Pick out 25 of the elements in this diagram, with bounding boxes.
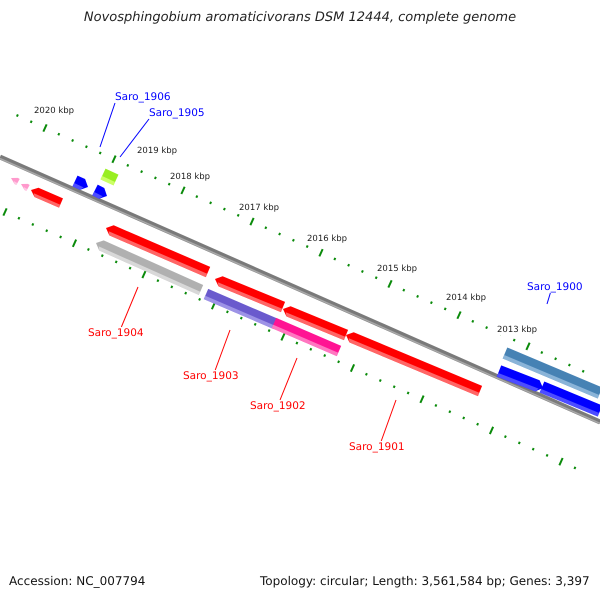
position-label: 2020 kbp bbox=[34, 106, 74, 116]
gene-label: Saro_1905 bbox=[149, 107, 205, 119]
accession-label: Accession: NC_007794 bbox=[9, 574, 146, 588]
position-label: 2013 kbp bbox=[497, 325, 538, 335]
position-label: 2017 kbp bbox=[239, 203, 280, 213]
title: Novosphingobium aromaticivorans DSM 12444, complete genome bbox=[82, 10, 518, 25]
leader-line bbox=[100, 102, 116, 148]
leader-line bbox=[280, 358, 298, 400]
gene-label: Saro_1900 bbox=[527, 281, 583, 293]
position-label: 2019 kbp bbox=[137, 146, 178, 156]
gene-label: Saro_1904 bbox=[88, 327, 144, 339]
leader-line bbox=[120, 118, 150, 158]
leader-line bbox=[380, 400, 396, 442]
leader-line bbox=[120, 286, 138, 328]
gene-label: Saro_1903 bbox=[183, 370, 239, 382]
position-label: 2014 kbp bbox=[446, 293, 486, 303]
gene-label: Saro_1902 bbox=[250, 400, 306, 412]
genome-summary: Topology: circular; Length: 3,561,584 bp; Genes: 3,397 bbox=[260, 574, 590, 588]
leader-line bbox=[214, 330, 230, 370]
position-label: 2018 kbp bbox=[170, 172, 210, 182]
position-label: 2015 kbp bbox=[377, 264, 418, 274]
leader-line bbox=[546, 292, 551, 304]
gene-label: Saro_1901 bbox=[349, 441, 405, 453]
gene-label: Saro_1906 bbox=[115, 91, 171, 103]
position-label: 2016 kbp bbox=[307, 234, 348, 244]
